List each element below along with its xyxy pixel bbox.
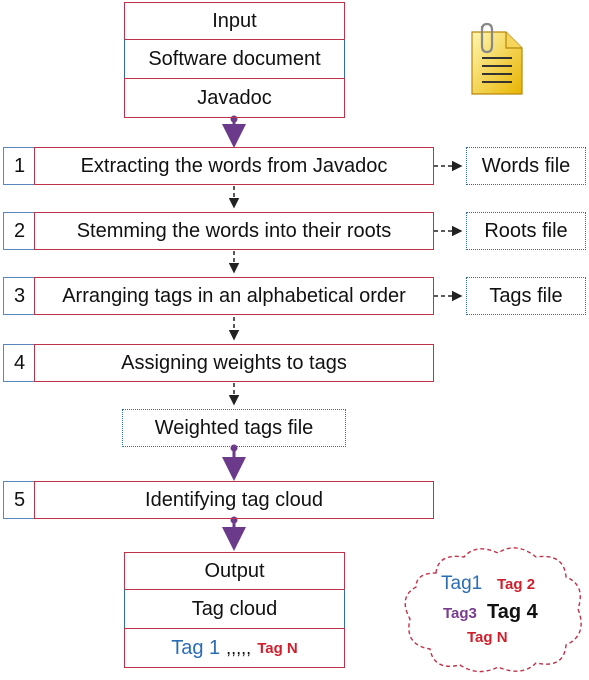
weighted-tags-file: Weighted tags file — [122, 409, 346, 447]
arrow-step5-to-output — [222, 516, 246, 551]
step-label: Assigning weights to tags — [34, 344, 434, 382]
output-value: Tag cloud — [124, 589, 345, 629]
cloud-tag1: Tag1 — [441, 573, 483, 594]
step-number: 3 — [3, 277, 35, 315]
output-tags-line: Tag 1 ,,,,, Tag N — [124, 628, 345, 668]
cloud-tag4: Tag 4 — [487, 601, 538, 623]
step-label: Stemming the words into their roots — [34, 212, 434, 250]
tag-cloud-shape — [404, 547, 582, 673]
cloud-tag2: Tag 2 — [497, 576, 536, 593]
words-file-output: Words file — [466, 147, 586, 185]
arrow-input-to-step1 — [222, 115, 246, 148]
cloud-tag3: Tag3 — [443, 605, 477, 622]
input-doc-label: Software document — [124, 39, 345, 79]
cloud-tagn: Tag N — [467, 629, 508, 646]
step-number: 5 — [3, 481, 35, 519]
arrow-weighted-to-step5 — [222, 444, 246, 481]
output-separator: ,,,,, — [226, 637, 252, 658]
output-tag-first: Tag 1 — [171, 636, 221, 659]
tags-file-output: Tags file — [466, 277, 586, 315]
step-label: Extracting the words from Javadoc — [34, 147, 434, 185]
output-header: Output — [124, 552, 345, 590]
step-number: 2 — [3, 212, 35, 250]
step-number: 4 — [3, 344, 35, 382]
step-label: Arranging tags in an alphabetical order — [34, 277, 434, 315]
document-icon — [471, 22, 523, 95]
step-number: 1 — [3, 147, 35, 185]
roots-file-output: Roots file — [466, 212, 586, 250]
paperclip-icon — [480, 22, 494, 54]
step-label: Identifying tag cloud — [34, 481, 434, 519]
input-type-label: Javadoc — [124, 78, 345, 118]
input-header: Input — [124, 2, 345, 40]
output-tag-last: Tag N — [257, 639, 298, 657]
